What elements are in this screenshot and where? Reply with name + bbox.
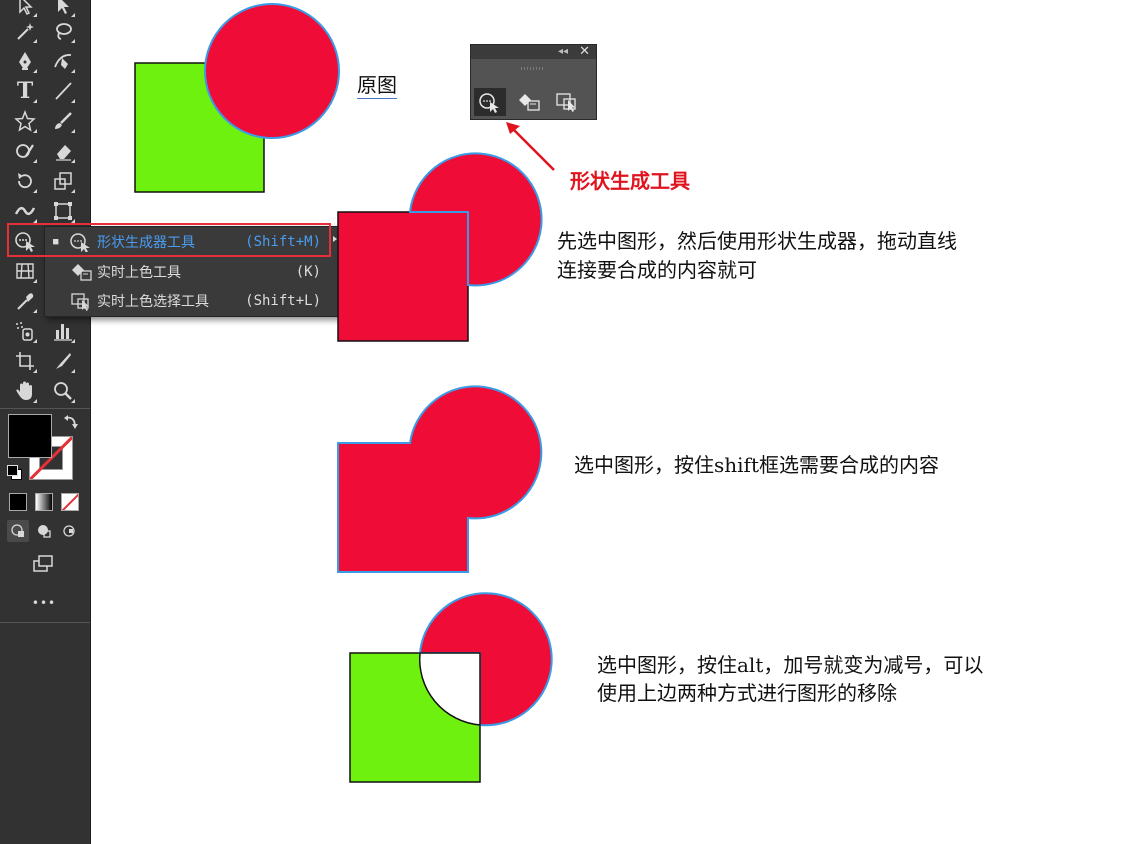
gradient-mode-icon[interactable] — [35, 493, 53, 511]
original-label: 原图 — [357, 73, 397, 99]
flyout-item-live-paint-selection[interactable]: 实时上色选择工具 (Shift+L) — [45, 286, 341, 315]
draw-inside-icon[interactable] — [58, 520, 80, 542]
flyout-item-shortcut: (Shift+M) — [245, 233, 321, 250]
panel-live-paint-bucket-icon[interactable] — [513, 88, 545, 116]
paintbrush-tool-icon[interactable] — [50, 108, 76, 134]
collapse-panel-icon[interactable]: ◂◂ — [557, 46, 568, 57]
width-tool-icon[interactable] — [12, 198, 38, 224]
panel-live-paint-selection-icon[interactable] — [551, 88, 583, 116]
annotation-arrow-head — [506, 122, 520, 134]
artboard-tool-icon[interactable] — [12, 348, 38, 374]
flyout-item-label: 实时上色选择工具 — [97, 293, 209, 310]
shaper-tool-icon[interactable] — [12, 138, 38, 164]
annotation-arrow — [511, 127, 555, 171]
live-paint-selection-icon — [67, 290, 95, 312]
step3-note-line1: 选中图形，按住alt，加号就变为减号，可以 — [597, 653, 984, 677]
flyout-chevron-right-icon — [333, 236, 337, 242]
close-panel-icon[interactable]: ✕ — [579, 44, 590, 59]
flyout-item-shape-builder[interactable]: ■ 形状生成器工具 (Shift+M) — [45, 227, 341, 256]
slice-tool-icon[interactable] — [50, 348, 76, 374]
flyout-item-shortcut: (Shift+L) — [245, 292, 321, 309]
draw-normal-icon[interactable] — [7, 520, 29, 542]
removed-region — [418, 652, 481, 726]
shape-builder-tool-icon[interactable] — [12, 228, 38, 254]
step2-note: 选中图形，按住shift框选需要合成的内容 — [574, 453, 939, 477]
fill-swatch[interactable] — [8, 414, 52, 458]
hand-tool-icon[interactable] — [12, 378, 38, 404]
star-tool-icon[interactable] — [12, 108, 38, 134]
shape-builder-callout-label: 形状生成工具 — [570, 169, 690, 193]
shape-builder-flyout-menu: ■ 形状生成器工具 (Shift+M) 实时上色工具 (K) 实时上色选择工具 … — [44, 226, 342, 317]
curvature-tool-icon[interactable] — [50, 48, 76, 74]
lasso-tool-icon[interactable] — [50, 18, 76, 44]
original-green-square[interactable] — [134, 62, 265, 193]
step3-red-circle[interactable] — [418, 592, 553, 727]
none-mode-icon[interactable] — [61, 493, 79, 511]
flyout-item-label: 形状生成器工具 — [97, 234, 195, 251]
eyedropper-tool-icon[interactable] — [12, 288, 38, 314]
draw-behind-icon[interactable] — [33, 520, 55, 542]
flyout-item-live-paint-bucket[interactable]: 实时上色工具 (K) — [45, 257, 341, 286]
toolbar-divider — [0, 408, 90, 409]
original-red-circle[interactable] — [204, 3, 340, 139]
zoom-tool-icon[interactable] — [50, 378, 76, 404]
perspective-grid-tool-icon[interactable] — [12, 258, 38, 284]
change-screen-mode-icon[interactable] — [30, 551, 56, 577]
flyout-item-shortcut: (K) — [295, 263, 321, 280]
pen-tool-icon[interactable] — [12, 48, 38, 74]
tools-panel: T — [0, 0, 91, 844]
shape-builder-tearoff-panel: ◂◂ ✕ — [470, 44, 597, 120]
free-transform-tool-icon[interactable] — [50, 198, 76, 224]
column-graph-tool-icon[interactable] — [50, 318, 76, 344]
active-tool-bullet: ■ — [53, 236, 59, 247]
color-mode-icon[interactable] — [9, 493, 27, 511]
default-fill-stroke-icon[interactable] — [7, 465, 22, 480]
eraser-tool-icon[interactable] — [50, 138, 76, 164]
magic-wand-tool-icon[interactable] — [12, 18, 38, 44]
step3-note-line2: 使用上边两种方式进行图形的移除 — [597, 681, 897, 705]
selection-tool-icon[interactable] — [12, 0, 38, 18]
rotate-tool-icon[interactable] — [12, 168, 38, 194]
type-tool-icon[interactable]: T — [12, 78, 38, 104]
step3-green-square[interactable] — [349, 652, 481, 783]
panel-shape-builder-tool-icon[interactable] — [474, 88, 506, 116]
edit-toolbar-icon[interactable]: ••• — [31, 596, 57, 610]
step1-square[interactable] — [337, 211, 469, 342]
live-paint-bucket-icon — [67, 261, 95, 283]
panel-grip-icon[interactable] — [521, 67, 545, 70]
swap-fill-stroke-icon[interactable] — [58, 410, 84, 436]
symbol-sprayer-tool-icon[interactable] — [12, 318, 38, 344]
shape-builder-icon — [67, 231, 95, 253]
line-segment-tool-icon[interactable] — [50, 78, 76, 104]
panel-title-bar[interactable]: ◂◂ ✕ — [471, 44, 596, 59]
step1-note-line1: 先选中图形，然后使用形状生成器，拖动直线 — [557, 229, 957, 253]
direct-selection-tool-icon[interactable] — [50, 0, 76, 18]
flyout-item-label: 实时上色工具 — [97, 264, 181, 281]
step1-circle[interactable] — [408, 152, 543, 287]
step1-note-line2: 连接要合成的内容就可 — [557, 258, 757, 282]
toolbar-divider — [0, 622, 90, 623]
scale-tool-icon[interactable] — [50, 168, 76, 194]
merged-shape[interactable] — [337, 385, 543, 573]
